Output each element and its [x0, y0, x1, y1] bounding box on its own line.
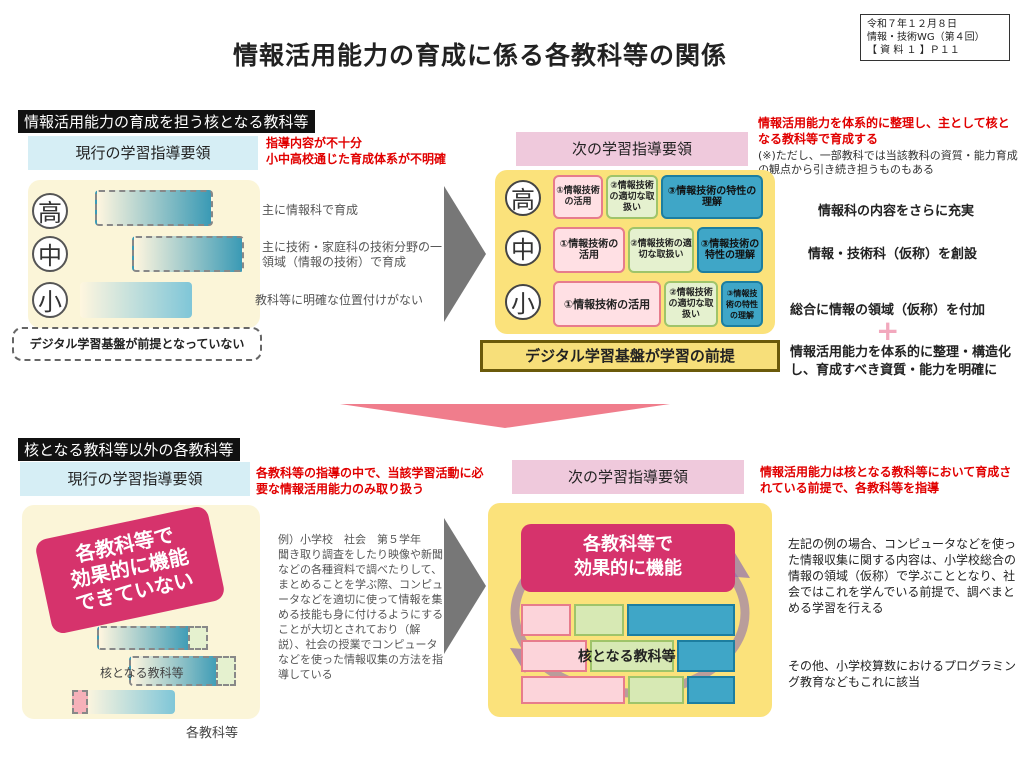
right-note-elementary: 総合に情報の領域（仮称）を付加	[790, 303, 986, 318]
box-elem-3: ③情報技術の特性の理解	[721, 281, 763, 327]
box-high-3: ③情報技術の特性の理解	[661, 175, 763, 219]
section1-next-note: (※)ただし、一部教科では当該教科の資質・能力育成の観点から引き続き担うものもあ…	[758, 149, 1018, 176]
section2-next-red: 情報活用能力は核となる教科等において育成されている前提で、各教科等を指導	[760, 465, 1012, 495]
right-text: 左記の例の場合、コンピュータなどを使った情報収集に関する内容は、小学校総合の情報…	[788, 537, 1017, 615]
section2-current-red: 各教科等の指導の中で、当該学習活動に必要な情報活用能力のみ取り扱う	[256, 466, 484, 496]
section1-next-label: 次の学習指導要領	[516, 132, 748, 166]
next-level-middle: 中	[505, 230, 541, 266]
level-middle: 中	[32, 236, 68, 272]
section2-header: 核となる教科等以外の各教科等	[18, 438, 240, 461]
right-text-2: その他、小学校算数におけるプログラミング教育などもこれに該当	[788, 659, 1017, 689]
core-label-current: 核となる教科等	[100, 666, 184, 680]
section1-next-intro: 情報活用能力を体系的に整理し、主として核となる教科等で育成する	[758, 116, 1010, 146]
block-1	[521, 604, 571, 636]
box-high-2: ②情報技術の適切な取扱い	[606, 175, 658, 219]
next-badge: 各教科等で 効果的に機能	[521, 524, 735, 592]
box-mid-2: ②情報技術の適切な取扱い	[628, 227, 694, 273]
block-5	[590, 640, 674, 672]
level-elementary: 小	[32, 282, 68, 318]
box-mid-3: ③情報技術の特性の理解	[697, 227, 763, 273]
example-text: 例）小学校 社会 第５学年 聞き取り調査をしたり映像や新聞などの各種資料で調べた…	[278, 533, 444, 681]
core-label-next: 核となる教科等	[578, 649, 676, 665]
section1-header: 情報活用能力の育成を担う核となる教科等	[18, 110, 315, 133]
bar-high	[95, 190, 213, 226]
arrow-down-icon	[340, 404, 670, 428]
block-8	[628, 676, 684, 704]
core-bar-1	[97, 626, 193, 650]
meta-wg: 情報・技術WG（第４回）	[867, 32, 985, 43]
bar-elementary	[80, 282, 192, 318]
box-elem-2: ②情報技術の適切な取扱い	[664, 281, 718, 327]
each-label: 各教科等	[186, 726, 239, 741]
arrow-right-icon	[444, 186, 486, 322]
arrow-right-icon-2	[444, 518, 486, 654]
digital-note-current: デジタル学習基盤が前提となっていない	[12, 327, 262, 361]
block-9	[687, 676, 735, 704]
small-green-box-1	[188, 626, 208, 650]
block-3	[627, 604, 735, 636]
box-high-1: ①情報技術の活用	[553, 175, 603, 219]
bar-middle	[132, 236, 244, 272]
meta-date: 令和７年１２月８日	[867, 19, 957, 30]
section1-current-problem: 指導内容が不十分 小中高校通じた育成体系が不明確	[266, 136, 447, 166]
right-note-middle: 情報・技術科（仮称）を創設	[808, 247, 978, 262]
small-green-box-2	[216, 656, 236, 686]
section2-current-label: 現行の学習指導要領	[20, 462, 250, 496]
next-level-elementary: 小	[505, 284, 541, 320]
block-2	[574, 604, 624, 636]
right-note-high: 情報科の内容をさらに充実	[818, 204, 975, 219]
note-elementary: 教科等に明確な位置付けがない	[255, 293, 424, 307]
block-7	[521, 676, 625, 704]
meta-ref: 【 資 料 １ 】Ｐ１１	[867, 45, 960, 56]
right-summary: 情報活用能力を体系的に整理・構造化し、育成すべき資質・能力を明確に	[790, 345, 1012, 378]
box-mid-1: ①情報技術の活用	[553, 227, 625, 273]
section2-next-label: 次の学習指導要領	[512, 460, 744, 494]
small-pink-box	[72, 690, 88, 714]
core-bar-3	[85, 690, 175, 714]
next-level-high: 高	[505, 180, 541, 216]
block-4	[521, 640, 587, 672]
document-meta: 令和７年１２月８日 情報・技術WG（第４回） 【 資 料 １ 】Ｐ１１	[860, 14, 1010, 61]
section1-current-label: 現行の学習指導要領	[28, 136, 258, 170]
level-high: 高	[32, 193, 68, 229]
note-high: 主に情報科で育成	[262, 203, 359, 217]
plus-icon: +	[876, 314, 900, 347]
page-title: 情報活用能力の育成に係る各教科等の関係	[232, 41, 727, 70]
block-6	[677, 640, 735, 672]
box-elem-1: ①情報技術の活用	[553, 281, 661, 327]
digital-note-next: デジタル学習基盤が学習の前提	[480, 340, 780, 372]
note-middle: 主に技術・家庭科の技術分野の一領域（情報の技術）で育成	[262, 240, 443, 269]
